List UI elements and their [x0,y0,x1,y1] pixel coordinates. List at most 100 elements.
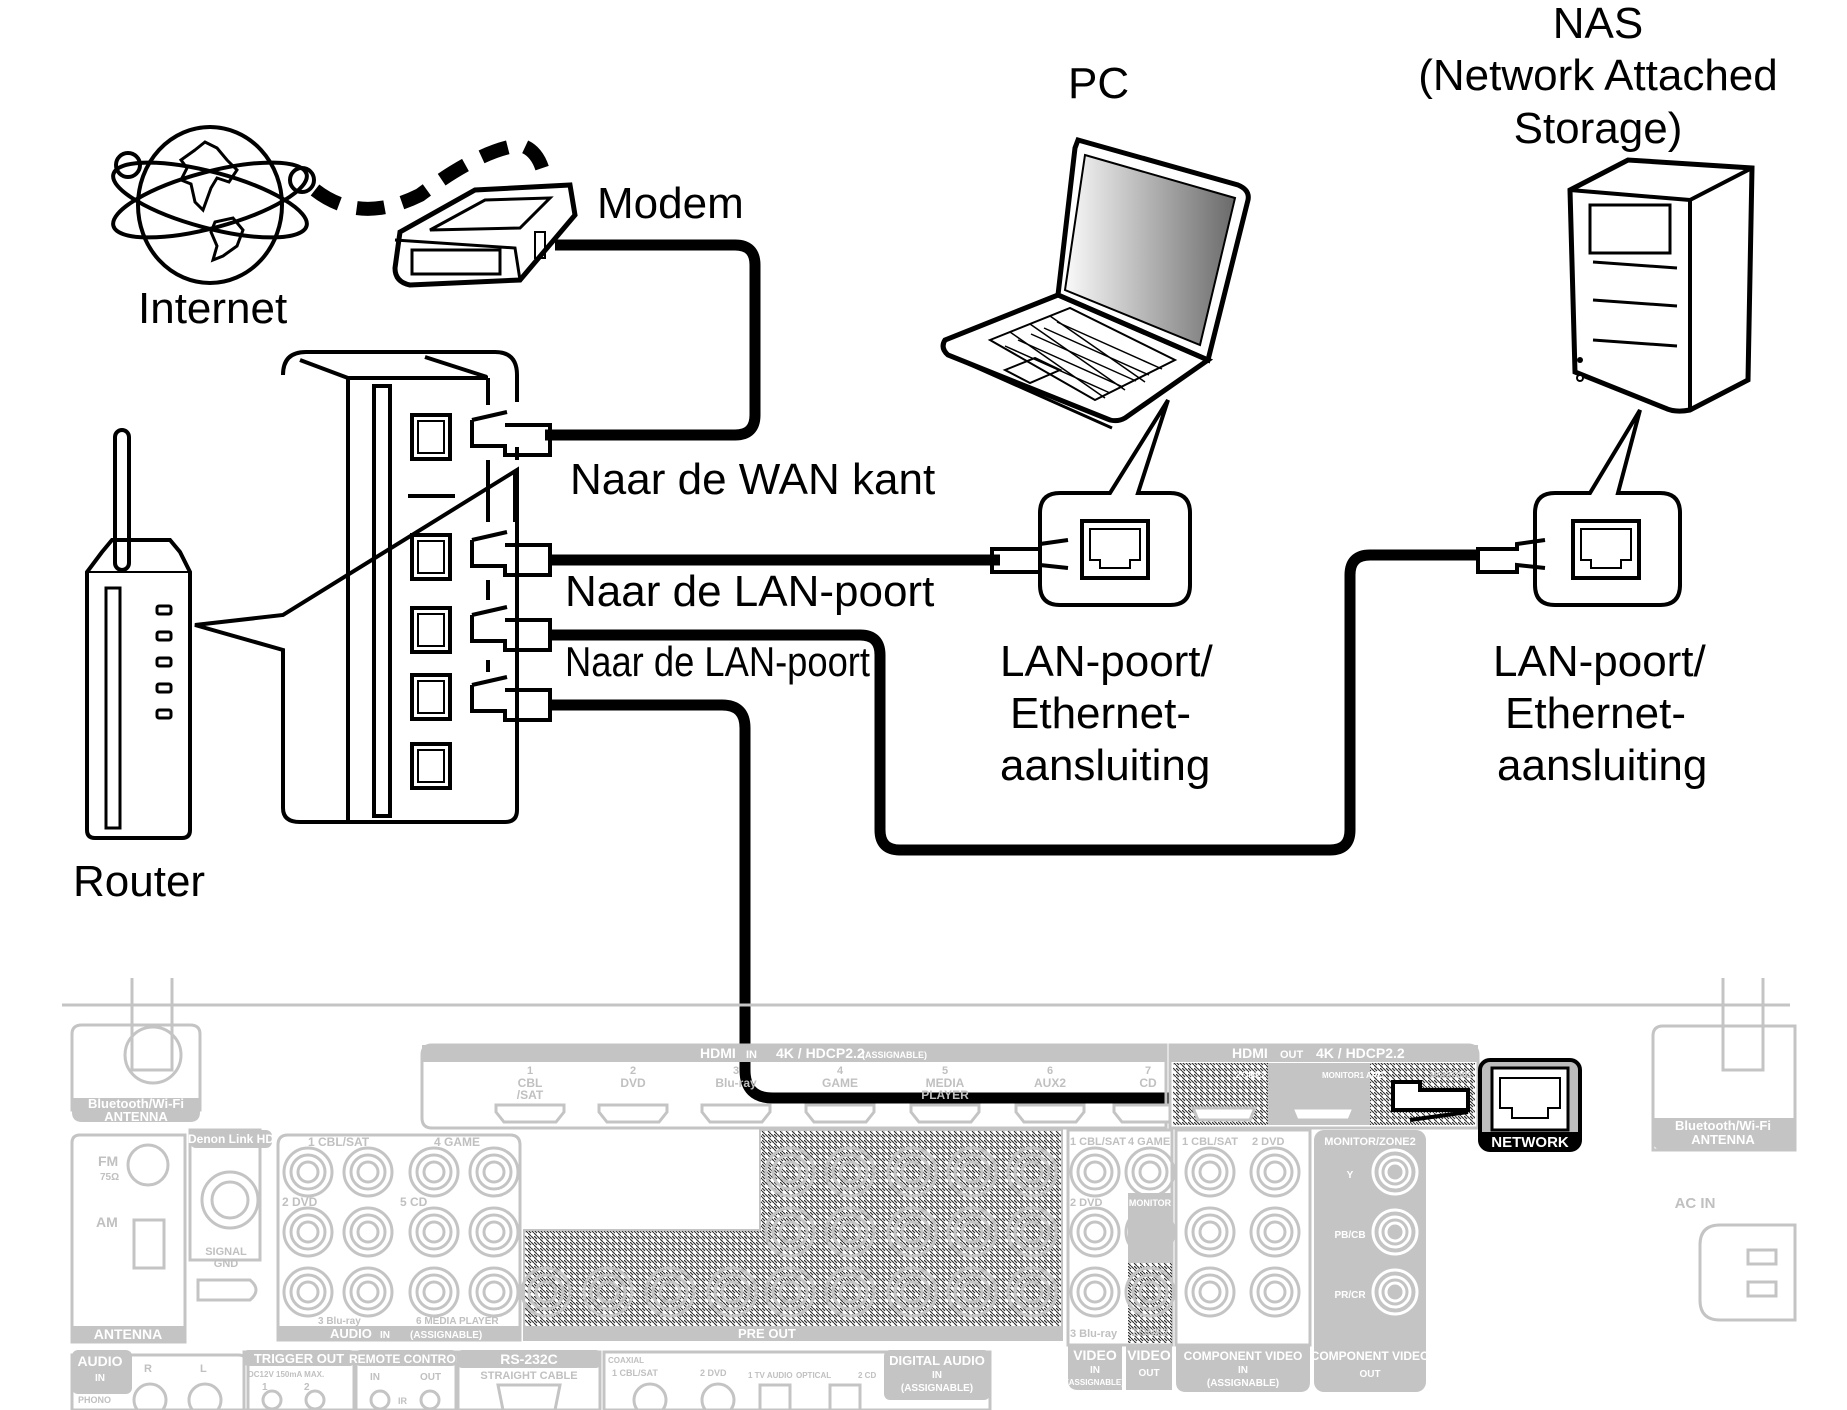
component-in-jack[interactable] [1249,1206,1301,1258]
hdmi-in-port-3[interactable] [700,1103,772,1124]
optical-2-port[interactable] [828,1383,862,1410]
pre-out-jack[interactable] [824,1146,876,1198]
component-out-jack[interactable] [1371,1268,1419,1316]
hdmi-in-port-2[interactable] [597,1103,669,1124]
denon-link-jack[interactable] [200,1170,260,1230]
pc-port-label-line2: Ethernet- [1010,689,1191,738]
trigger-out-spec: DC12V 150mA MAX. [248,1370,324,1379]
pre-out-jack[interactable] [946,1206,998,1258]
optical-1-port[interactable] [758,1383,792,1410]
component-in-jack[interactable] [1184,1266,1236,1318]
audio-in-jack[interactable] [468,1146,520,1198]
audio-in-jack[interactable] [282,1266,334,1318]
component-in-jack[interactable] [1184,1146,1236,1198]
video-jack[interactable] [1124,1266,1176,1318]
hdmi-in-name-3: Blu-ray [715,1076,757,1090]
video-jack[interactable] [1124,1206,1176,1258]
coaxial-2-jack[interactable] [700,1382,736,1410]
remote-ir-label: IR [398,1396,408,1406]
coaxial-1-jack[interactable] [632,1382,668,1410]
pc-lan-port-callout [1038,398,1192,607]
fm-jack[interactable] [126,1143,170,1187]
remote-in-jack[interactable] [369,1389,391,1410]
pre-out-jack[interactable] [764,1146,816,1198]
pre-out-jack[interactable] [824,1266,876,1318]
component-out-jack[interactable] [1371,1148,1419,1196]
phono-label: PHONO [78,1395,111,1405]
audio-in-jack[interactable] [342,1206,394,1258]
pre-out-jack[interactable] [1006,1266,1058,1318]
audio-in-label: AUDIO [330,1326,372,1341]
pre-out-jack[interactable] [1006,1206,1058,1258]
pre-out-jack[interactable] [824,1206,876,1258]
video-out-zone2: ZONE2 [1132,1327,1169,1339]
video-in-label: VIDEO [1073,1347,1117,1363]
router-lan-port-4-icon [410,742,452,790]
trigger-out-2-jack[interactable] [304,1389,326,1410]
video-jack[interactable] [1069,1206,1121,1258]
trigger-out-1-jack[interactable] [261,1389,283,1410]
component-out-jack[interactable] [1371,1208,1419,1256]
pre-out-jack[interactable] [706,1266,758,1318]
component-out-title: MONITOR/ZONE2 [1324,1136,1415,1148]
component-in-jack[interactable] [1184,1206,1236,1258]
network-port[interactable] [1478,1058,1582,1152]
hdmi-in-port-6[interactable] [1014,1103,1086,1124]
pre-out-jack[interactable] [886,1206,938,1258]
video-in-2: 2 DVD [1070,1197,1102,1209]
audio-in-jack[interactable] [342,1146,394,1198]
am-terminal[interactable] [132,1218,166,1270]
hdmi-in-port-1[interactable] [494,1103,566,1124]
component-out-pr: PR/CR [1334,1290,1366,1301]
optical-1-label: 1 TV AUDIO [748,1371,793,1380]
audio-in-jack[interactable] [282,1146,334,1198]
component-in-2: 2 DVD [1252,1136,1284,1148]
signal-gnd-terminal[interactable] [196,1278,258,1302]
pre-out-jack[interactable] [946,1266,998,1318]
wan-label: Naar de WAN kant [570,455,935,504]
hdmi-out-title: HDMI [1232,1045,1268,1061]
rj45-plug-nas-icon [1476,538,1546,574]
video-out-monitor: MONITOR [1129,1198,1172,1208]
audio-in-jack[interactable] [408,1146,460,1198]
fm-ohm-label: 75Ω [100,1172,119,1183]
video-jack[interactable] [1124,1146,1176,1198]
trigger-out-label: TRIGGER OUT [254,1351,344,1366]
hdmi-in-num-6: 6 [1047,1065,1053,1077]
internet-label: Internet [138,284,287,333]
audio-in-jack[interactable] [408,1206,460,1258]
pre-out-jack[interactable] [1006,1146,1058,1198]
component-in-label: COMPONENT VIDEO [1184,1349,1303,1363]
component-in-jack[interactable] [1249,1146,1301,1198]
phono-l-jack[interactable] [187,1382,223,1410]
pre-out-jack[interactable] [764,1206,816,1258]
remote-out-jack[interactable] [419,1389,441,1410]
hdmi-in-port-4[interactable] [804,1103,876,1124]
phono-r-jack[interactable] [132,1382,168,1410]
audio-in-jack[interactable] [342,1266,394,1318]
rs232c-port[interactable] [496,1383,562,1410]
pc-port-label-line1: LAN-poort/ [1000,637,1214,686]
hdmi-in-port-5[interactable] [909,1103,981,1124]
pre-out-jack[interactable] [886,1266,938,1318]
audio-in-jack[interactable] [468,1206,520,1258]
component-in-jack[interactable] [1249,1266,1301,1318]
pre-out-jack[interactable] [582,1266,634,1318]
pre-out-jack[interactable] [520,1266,572,1318]
modem-icon [392,182,578,288]
video-in-assignable: (ASSIGNABLE) [1066,1378,1124,1387]
wireless-link [310,137,552,216]
audio-in-jack[interactable] [282,1206,334,1258]
audio-in-jack[interactable] [408,1266,460,1318]
video-jack[interactable] [1069,1266,1121,1318]
ac-in-socket-icon [1698,1223,1797,1322]
pre-out-jack[interactable] [764,1266,816,1318]
pre-out-jack[interactable] [644,1266,696,1318]
rj45-plug-lan1-icon [470,530,552,577]
pre-out-jack[interactable] [886,1146,938,1198]
optical-label: OPTICAL [796,1371,831,1380]
video-jack[interactable] [1069,1146,1121,1198]
bt-antenna-right-icon [1651,978,1797,1152]
audio-in-jack[interactable] [468,1266,520,1318]
pre-out-jack[interactable] [946,1146,998,1198]
